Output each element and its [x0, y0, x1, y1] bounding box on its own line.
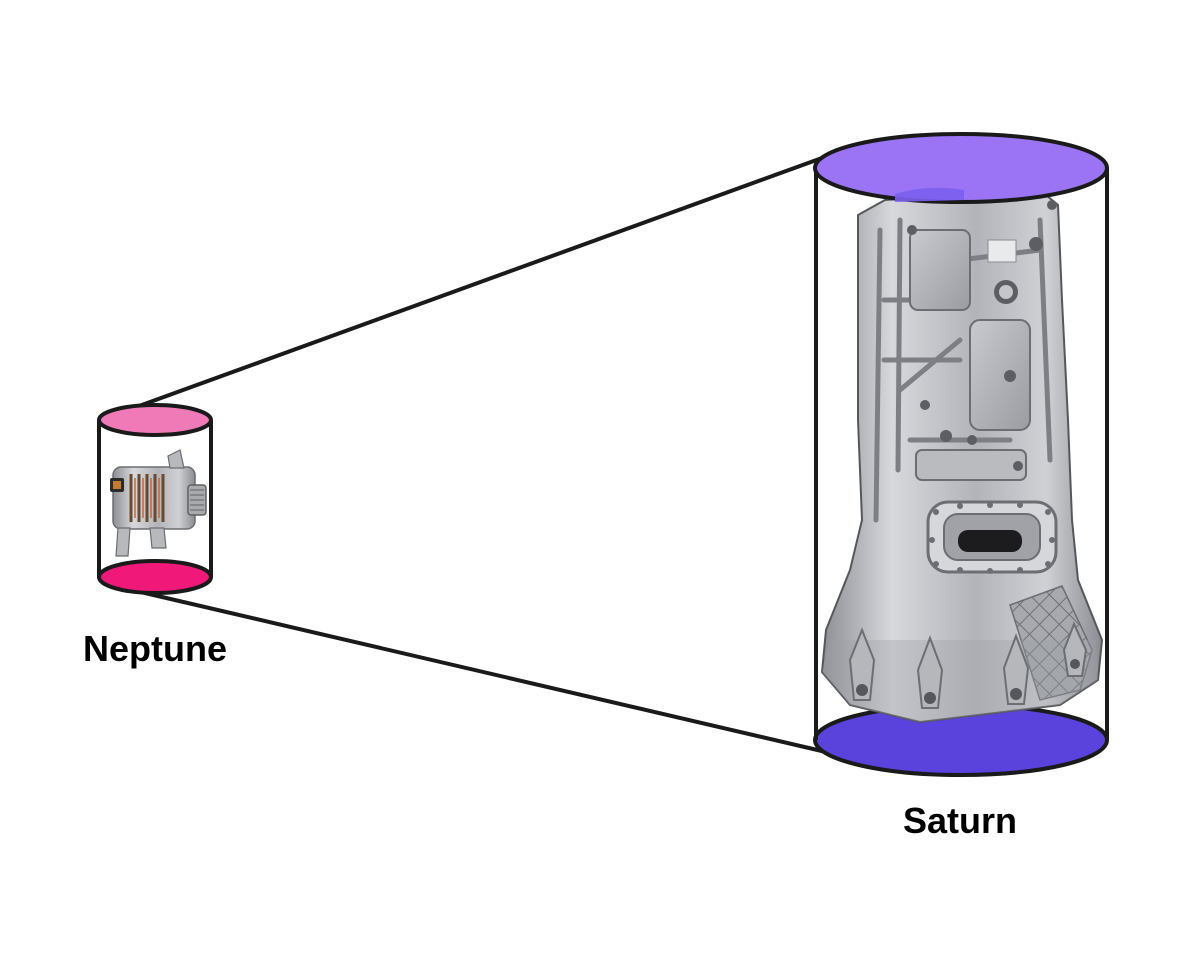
projection-line-bottom — [131, 588, 827, 754]
neptune-label: Neptune — [83, 628, 227, 669]
alternator-image — [110, 449, 207, 557]
saturn-cylinder — [813, 132, 1109, 777]
transmission-housing-image — [820, 186, 1104, 724]
neptune-cylinder-top — [97, 403, 213, 437]
saturn-cylinder-top — [813, 132, 1109, 204]
saturn-label: Saturn — [902, 800, 1018, 841]
projection-line-top — [127, 156, 823, 412]
neptune-cylinder-bottom — [97, 559, 213, 595]
neptune-cylinder — [97, 403, 213, 595]
